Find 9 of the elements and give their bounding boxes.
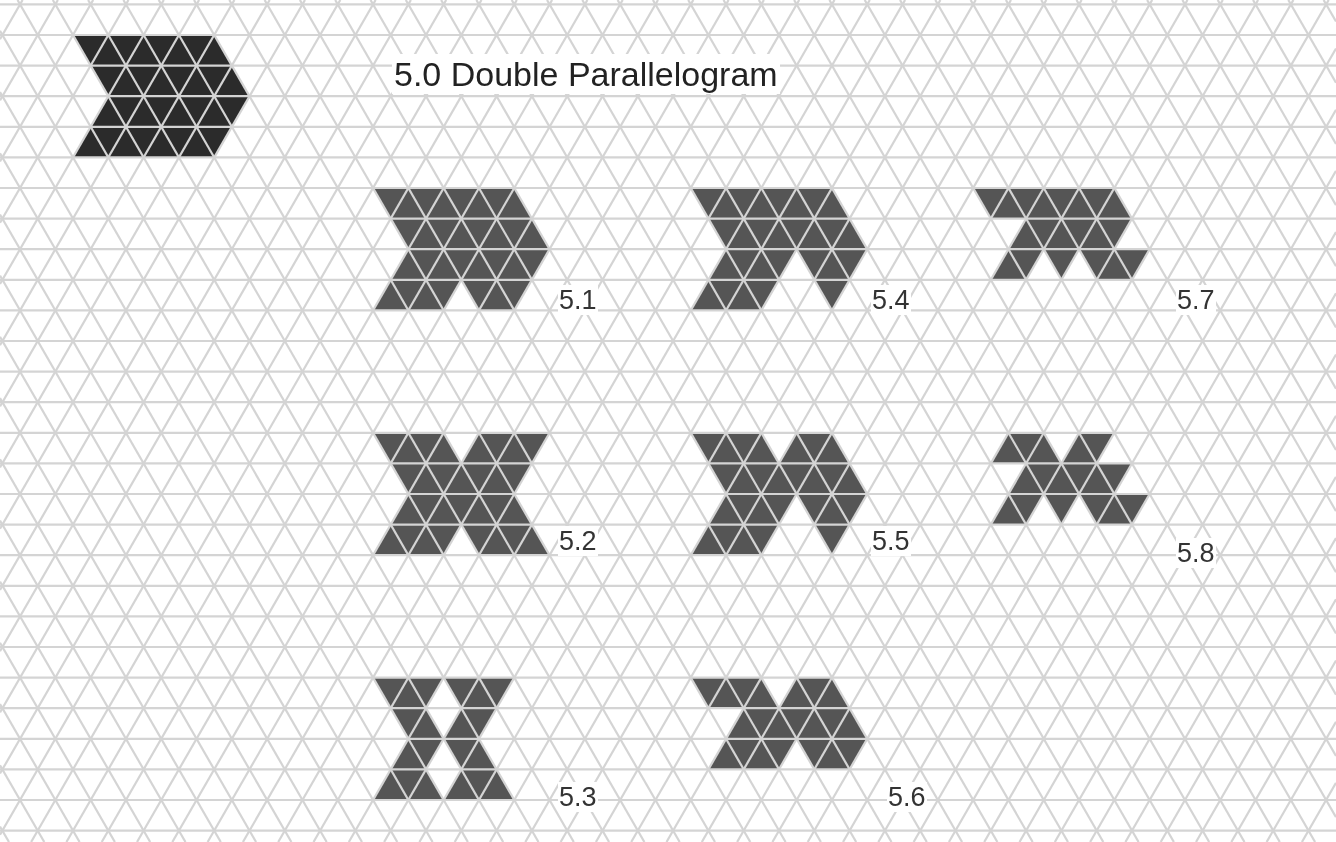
figure-number: 5.2	[558, 526, 598, 556]
figure-number: 5.6	[887, 782, 927, 812]
figure-number: 5.5	[871, 526, 911, 556]
diagram-title: 5.0 Double Parallelogram	[392, 54, 780, 94]
figure-number: 5.7	[1176, 285, 1216, 315]
figure-number: 5.4	[871, 285, 911, 315]
figure-number: 5.1	[558, 285, 598, 315]
figure-number: 5.3	[558, 782, 598, 812]
figure-number: 5.8	[1176, 538, 1216, 568]
